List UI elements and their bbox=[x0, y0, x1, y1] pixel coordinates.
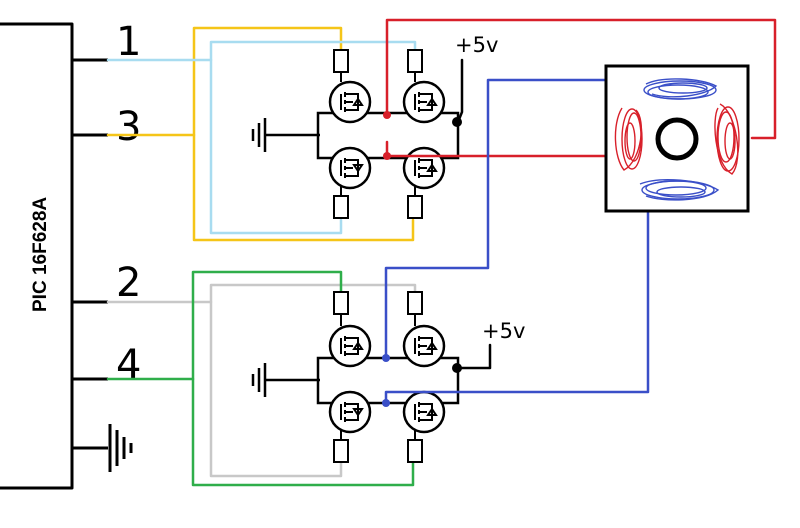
wire-pin3-yellow-lower bbox=[192, 133, 415, 242]
resistor-icon bbox=[407, 195, 423, 219]
ground-icon bbox=[251, 363, 320, 397]
wire-coil-b-blue bbox=[384, 78, 650, 360]
wire-coil-a-red bbox=[385, 18, 777, 140]
ground-icon bbox=[108, 424, 133, 472]
h-bridge-bottom bbox=[251, 291, 492, 463]
pic-chip: PIC 16F628A bbox=[0, 22, 108, 490]
resistor-icon bbox=[333, 195, 349, 219]
pin-number-1: 1 bbox=[116, 19, 141, 65]
ground-icon bbox=[251, 118, 320, 152]
coil-b-top bbox=[643, 78, 718, 100]
mosfet-icon bbox=[328, 390, 372, 434]
mosfet-icon bbox=[328, 146, 372, 190]
mosfet-icon bbox=[402, 390, 446, 434]
supply-label-top: +5v bbox=[455, 33, 498, 57]
stepper-motor-icon bbox=[604, 64, 750, 213]
pin-number-3: 3 bbox=[116, 104, 141, 150]
mosfet-icon bbox=[328, 324, 372, 368]
resistor-icon bbox=[407, 439, 423, 463]
pin-number-4: 4 bbox=[116, 342, 141, 388]
coil-a-right bbox=[714, 103, 740, 175]
wire-pin2-grey bbox=[106, 283, 417, 304]
mosfet-icon bbox=[402, 146, 446, 190]
resistor-icon bbox=[333, 49, 349, 73]
mosfet-icon bbox=[402, 80, 446, 124]
pin-number-2: 2 bbox=[116, 260, 141, 306]
h-bridge-top bbox=[251, 49, 464, 219]
coil-b-bottom bbox=[639, 179, 720, 201]
wire-pin1-lightblue-lower bbox=[209, 58, 343, 235]
wire-pin3-yellow bbox=[106, 26, 343, 137]
mosfet-icon bbox=[402, 324, 446, 368]
resistor-icon bbox=[407, 49, 423, 73]
wire-coil-b-blue-return bbox=[384, 198, 650, 405]
rotor bbox=[655, 117, 699, 161]
supply-label-bottom: +5v bbox=[482, 319, 525, 343]
coil-a-left bbox=[614, 107, 643, 171]
resistor-icon bbox=[407, 291, 423, 315]
wire-pin4-green bbox=[106, 270, 343, 381]
wire-pin4-green-lower bbox=[191, 377, 415, 487]
resistor-icon bbox=[333, 291, 349, 315]
resistor-icon bbox=[333, 439, 349, 463]
wire-pin2-grey-lower bbox=[209, 300, 343, 478]
wire-pin1-lightblue bbox=[106, 40, 417, 62]
mosfet-icon bbox=[328, 80, 372, 124]
chip-label: PIC 16F628A bbox=[30, 197, 51, 312]
